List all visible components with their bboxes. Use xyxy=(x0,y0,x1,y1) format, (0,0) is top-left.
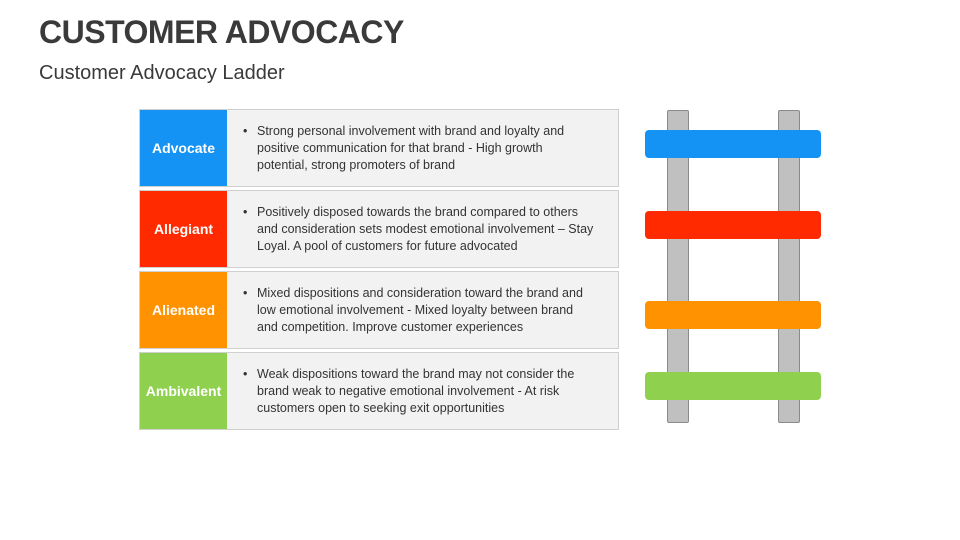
advocacy-table: Advocate Strong personal involvement wit… xyxy=(139,109,619,433)
ladder-rung-alienated xyxy=(645,301,821,329)
label-advocate: Advocate xyxy=(140,110,227,186)
desc-ambivalent-text: Weak dispositions toward the brand may n… xyxy=(243,366,594,417)
ladder-rung-advocate xyxy=(645,130,821,158)
ladder-rail-right xyxy=(778,110,800,423)
row-ambivalent: Ambivalent Weak dispositions toward the … xyxy=(139,352,619,430)
ladder-graphic xyxy=(645,110,825,423)
label-alienated: Alienated xyxy=(140,272,227,348)
desc-ambivalent: Weak dispositions toward the brand may n… xyxy=(227,353,618,429)
page-title: CUSTOMER ADVOCACY xyxy=(39,14,404,50)
ladder-rail-left xyxy=(667,110,689,423)
desc-alienated: Mixed dispositions and consideration tow… xyxy=(227,272,618,348)
row-advocate: Advocate Strong personal involvement wit… xyxy=(139,109,619,187)
ladder-rung-allegiant xyxy=(645,211,821,239)
desc-alienated-text: Mixed dispositions and consideration tow… xyxy=(243,285,594,336)
row-allegiant: Allegiant Positively disposed towards th… xyxy=(139,190,619,268)
page-subtitle: Customer Advocacy Ladder xyxy=(39,62,285,84)
desc-allegiant-text: Positively disposed towards the brand co… xyxy=(243,204,594,255)
desc-advocate-text: Strong personal involvement with brand a… xyxy=(243,123,594,174)
label-ambivalent: Ambivalent xyxy=(140,353,227,429)
desc-allegiant: Positively disposed towards the brand co… xyxy=(227,191,618,267)
ladder-rung-ambivalent xyxy=(645,372,821,400)
label-allegiant: Allegiant xyxy=(140,191,227,267)
row-alienated: Alienated Mixed dispositions and conside… xyxy=(139,271,619,349)
desc-advocate: Strong personal involvement with brand a… xyxy=(227,110,618,186)
